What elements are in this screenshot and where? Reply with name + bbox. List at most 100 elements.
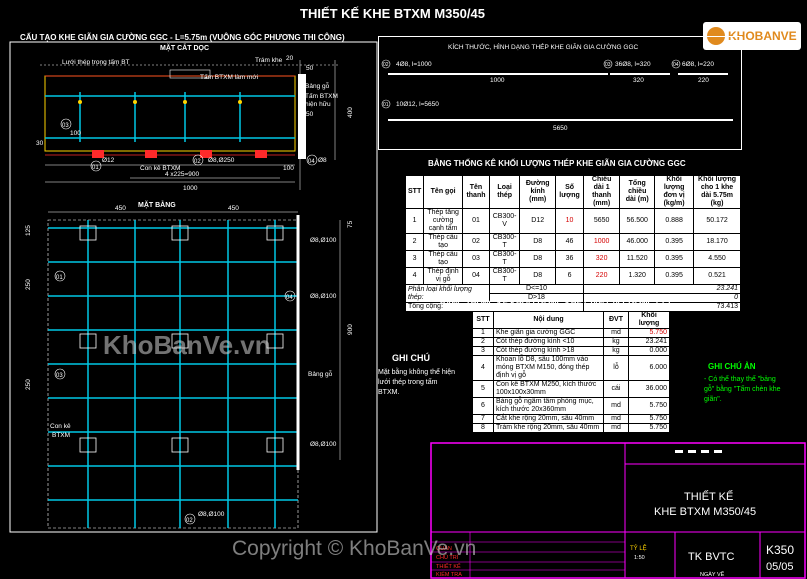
label-chair-plan-2: BTXM	[52, 432, 70, 439]
bubble-03-a-text: 03	[62, 123, 69, 129]
tb-sheet: 05/05	[766, 561, 794, 573]
bar-04-label: 6Ø8, l=220	[682, 61, 714, 68]
note-left-text: Mặt bằng không thể hiện lưới thép trong …	[378, 369, 456, 396]
tb-label-0: QUẢN	[436, 545, 452, 552]
tb-stage: TK BVTC	[688, 551, 735, 563]
tb-code: K350	[766, 543, 794, 557]
watermark-center: KhoBanVe.vn	[103, 330, 271, 360]
callout-12: Ø12	[102, 157, 115, 164]
structure-frame	[9, 41, 378, 533]
dim-250a: 250	[25, 279, 32, 290]
bar-02-label: 4Ø8, l=1000	[396, 61, 432, 68]
steel-table-header: STT Tên gọi Tên thanh Loại thép Đường kí…	[404, 175, 741, 209]
dim-450a: 450	[115, 205, 126, 212]
long-section-title: MẶT CẮT DỌC	[160, 43, 209, 52]
bar-04-length: 220	[698, 77, 709, 84]
callout-8-100-b: Ø8,Ø100	[310, 293, 337, 300]
bubble-03-b-text: 03	[56, 373, 63, 379]
bubble-04-a	[306, 154, 318, 166]
dim-100a: 100	[70, 130, 81, 137]
label-seal: Trám khe	[255, 57, 283, 64]
dim-900: 900	[347, 324, 354, 335]
label-chair: Con kê BTXM	[140, 165, 180, 172]
plan-outline	[47, 219, 299, 529]
bubble-02-a	[192, 154, 204, 166]
bar-shapes-heading: KÍCH THƯỚC, HÌNH DẠNG THÉP KHE GIÃN GIA …	[448, 42, 638, 51]
tb-project-2: KHE BTXM M350/45	[654, 506, 756, 518]
bar-03-length: 320	[633, 77, 644, 84]
tb-project-1: THIẾT KẾ	[684, 490, 733, 503]
callout-8-250: Ø8,Ø250	[208, 157, 235, 164]
label-spacing: 4 x225=900	[165, 171, 200, 178]
bar-01-length: 5650	[553, 125, 568, 132]
tb-label-2: THIẾT KẾ	[436, 563, 461, 570]
label-existing-slab-1: Tấm BTXM	[305, 91, 338, 100]
label-mesh: Lưới thép trong tấm BT	[62, 57, 130, 66]
label-existing-slab-2: hiện hữu	[305, 101, 331, 108]
bubble-01-b-text: 01	[56, 275, 63, 281]
dim-50a: 50	[306, 65, 314, 72]
bubble-04-a-text: 04	[308, 159, 315, 165]
table-row: Phân loại khối lượng thép: D<=10 23.241	[405, 284, 742, 303]
dim-450b: 450	[228, 205, 239, 212]
bar-02-length: 1000	[490, 77, 505, 84]
bubble-03-a	[60, 118, 72, 130]
dim-20: 20	[286, 55, 294, 62]
dim-1000: 1000	[183, 185, 198, 192]
bar-01-label: 10Ø12, l=5650	[396, 101, 439, 108]
dim-400: 400	[347, 107, 354, 118]
svg-text:04: 04	[673, 62, 679, 68]
bar-shapes-panel: KÍCH THƯỚC, HÌNH DẠNG THÉP KHE GIÃN GIA …	[378, 36, 742, 150]
tb-scale-value: 1:50	[634, 555, 645, 561]
bubble-01-b	[54, 270, 66, 282]
plan-mesh	[48, 220, 298, 528]
bar-03-label: 36Ø8, l=320	[615, 61, 651, 68]
svg-text:02: 02	[383, 62, 389, 68]
steel-table: STT Tên gọi Tên thanh Loại thép Đường kí…	[404, 175, 742, 312]
dim-30: 30	[36, 140, 44, 147]
svg-text:01: 01	[383, 102, 389, 108]
dim-75: 75	[347, 220, 354, 228]
dim-50b: 50	[306, 111, 314, 118]
svg-text:03: 03	[605, 62, 611, 68]
structure-heading: CẤU TẠO KHE GIÃN GIA CƯỜNG GGC - L=5.75m…	[20, 33, 345, 42]
long-section-slab	[44, 75, 296, 152]
label-new-slab: Tấm BTXM làm mới	[200, 72, 258, 81]
page-title: THIẾT KẾ KHE BTXM M350/45	[300, 6, 485, 21]
logo-text: KHOBANVE	[728, 29, 797, 43]
steel-table-heading: BẢNG THỐNG KÊ KHỐI LƯỢNG THÉP KHE GIÃN G…	[428, 159, 686, 168]
volume-table-heading: BẢNG THỐNG KÊ KHỐI LƯỢNG KHE GIÃN GIA CƯ…	[440, 299, 675, 308]
title-block: THIẾT KẾ KHE BTXM M350/45 QUẢN CHỦ TRÌ T…	[430, 442, 806, 579]
tb-label-1: CHỦ TRÌ	[436, 554, 459, 561]
bubble-04-b-text: 04	[286, 295, 293, 301]
bubble-02-b	[184, 513, 196, 525]
label-board-plan: Bảng gỗ	[308, 369, 333, 378]
dim-100b: 100	[283, 165, 294, 172]
note-right-text: - Có thể thay thế "bảng gỗ" bằng "Tấm ch…	[704, 376, 781, 403]
tb-label-3: KIỂM TRA	[436, 571, 462, 578]
label-chair-plan-1: Con kê	[50, 423, 71, 430]
bubble-02-a-text: 02	[194, 159, 201, 165]
callout-8-100-c: Ø8,Ø100	[310, 441, 337, 448]
watermark-copyright: Copyright © KhoBanVe.vn	[232, 537, 477, 560]
bubble-03-b	[54, 368, 66, 380]
tb-date-label: NGÀY VẼ	[700, 571, 725, 578]
dim-250b: 250	[25, 379, 32, 390]
dim-125: 125	[25, 225, 32, 236]
callout-8-100-a: Ø8,Ø100	[310, 237, 337, 244]
bubble-02-b-text: 02	[186, 518, 193, 524]
note-left-title: GHI CHÚ	[392, 353, 430, 363]
structure-drawing: MẶT CẮT DỌC Lưới thép trong tấm BT Tấm B…	[9, 41, 378, 533]
